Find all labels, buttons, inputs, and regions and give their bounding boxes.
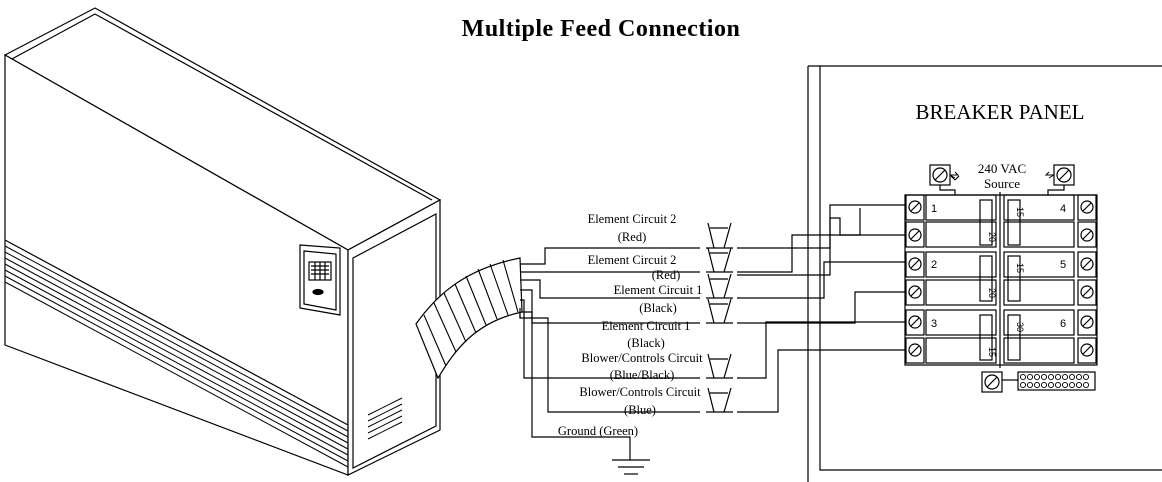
breaker-rating-3: 15 (987, 347, 997, 357)
breaker-rating-2: 20 (987, 288, 997, 298)
breaker-rating-4: 15 (1015, 207, 1025, 217)
wire-runs (519, 204, 906, 460)
wire-label-5-color: (Blue/Black) (610, 368, 675, 382)
panel-title: BREAKER PANEL (916, 100, 1085, 124)
wire-label-5: Blower/Controls Circuit (581, 351, 703, 365)
breaker-pos-3: 3 (931, 318, 937, 330)
breaker-panel: BREAKER PANEL 240 VAC Source (807, 65, 1162, 482)
breaker-rating-1: 20 (987, 232, 997, 242)
breaker-pos-1: 1 (931, 203, 937, 215)
flex-conduit (415, 257, 523, 380)
wire-label-1-color: (Red) (618, 230, 646, 244)
breaker-pos-4: 4 (1060, 203, 1066, 215)
left-breakers (905, 194, 997, 364)
source-terminals (929, 164, 1075, 196)
breaker-pos-6: 6 (1060, 318, 1066, 330)
source-label-1: 240 VAC (978, 161, 1026, 176)
wire-label-2-color: (Red) (652, 268, 680, 282)
control-panel (299, 244, 341, 316)
breaker-rating-6: 30 (1015, 322, 1025, 332)
right-breakers (1003, 194, 1097, 364)
wire-label-2: Element Circuit 2 (588, 253, 677, 267)
breaker-pos-2: 2 (931, 259, 937, 271)
breaker-rating-5: 15 (1015, 263, 1025, 273)
ground-symbol (612, 459, 650, 475)
neutral-bus-bar (981, 371, 1096, 393)
diagram-title: Multiple Feed Connection (461, 16, 741, 42)
heater-louvers (4, 245, 349, 468)
wire-label-4-color: (Black) (627, 336, 664, 350)
side-vents (367, 397, 403, 440)
wire-label-4: Element Circuit 1 (602, 319, 691, 333)
heater-unit (3, 7, 442, 476)
wire-label-6-color: (Blue) (624, 403, 656, 417)
source-label-2: Source (984, 176, 1020, 191)
wire-label-3: Element Circuit 1 (614, 283, 703, 297)
wire-label-3-color: (Black) (639, 301, 676, 315)
wire-label-1: Element Circuit 2 (588, 212, 677, 226)
wire-labels: Element Circuit 2 (Red) Element Circuit … (558, 212, 703, 438)
wire-break-symbols (706, 222, 733, 413)
ground-label: Ground (Green) (558, 424, 638, 438)
wire-label-6: Blower/Controls Circuit (579, 385, 701, 399)
breaker-pos-5: 5 (1060, 259, 1066, 271)
